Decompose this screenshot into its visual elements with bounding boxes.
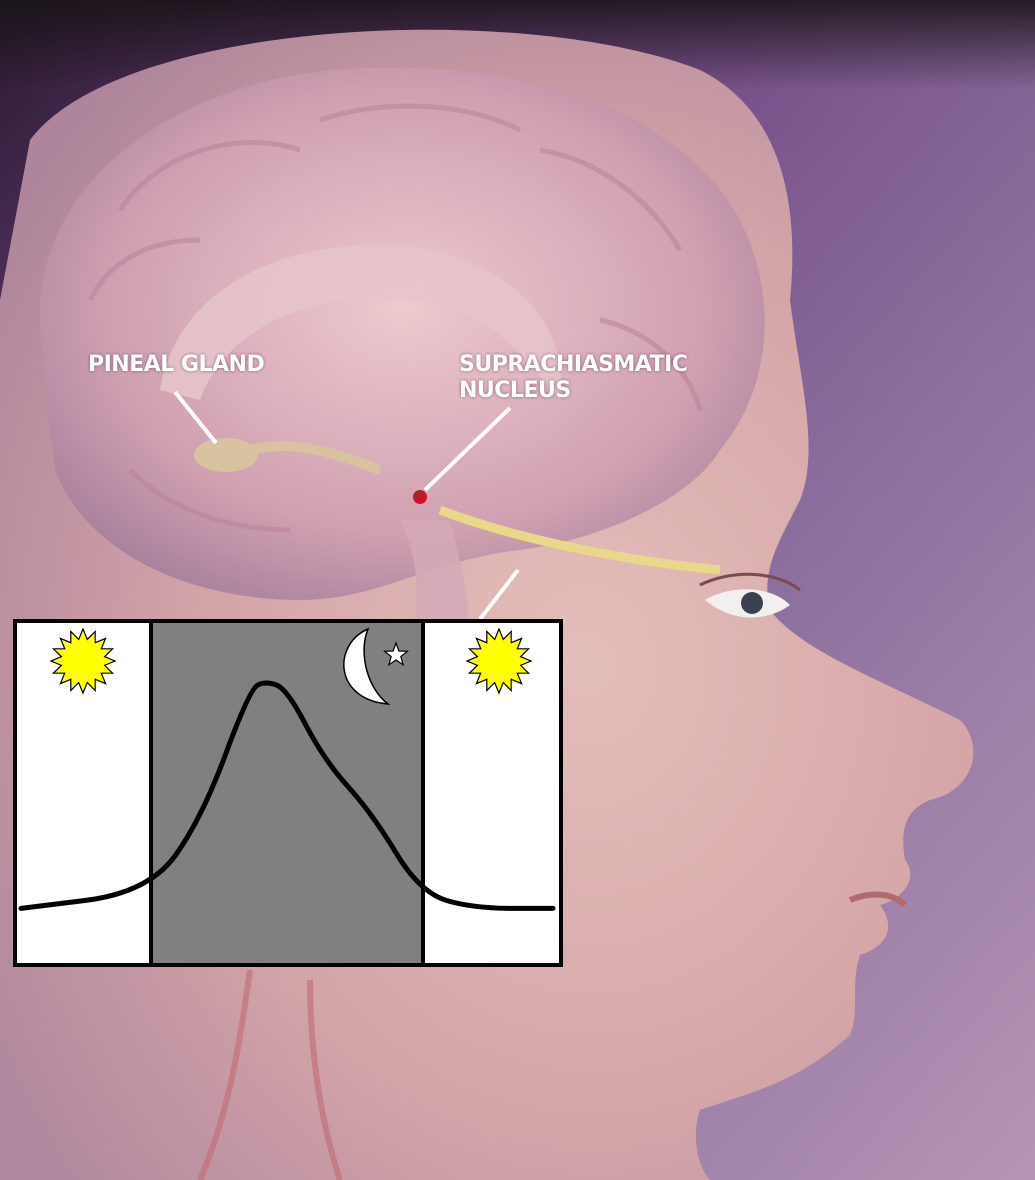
sun-icon <box>51 629 115 693</box>
suprachiasmatic-nucleus-label: SUPRACHIASMATIC NUCLEUS <box>459 352 687 404</box>
melatonin-rhythm-chart <box>13 619 563 967</box>
night-panel <box>151 621 423 965</box>
pineal-gland-label: PINEAL GLAND <box>88 352 264 378</box>
pineal-gland <box>194 438 258 472</box>
suprachiasmatic-nucleus <box>413 490 427 504</box>
scn-label-line-1: SUPRACHIASMATIC <box>459 352 687 378</box>
sun-icon <box>467 629 531 693</box>
scn-label-line-2: NUCLEUS <box>459 378 687 404</box>
